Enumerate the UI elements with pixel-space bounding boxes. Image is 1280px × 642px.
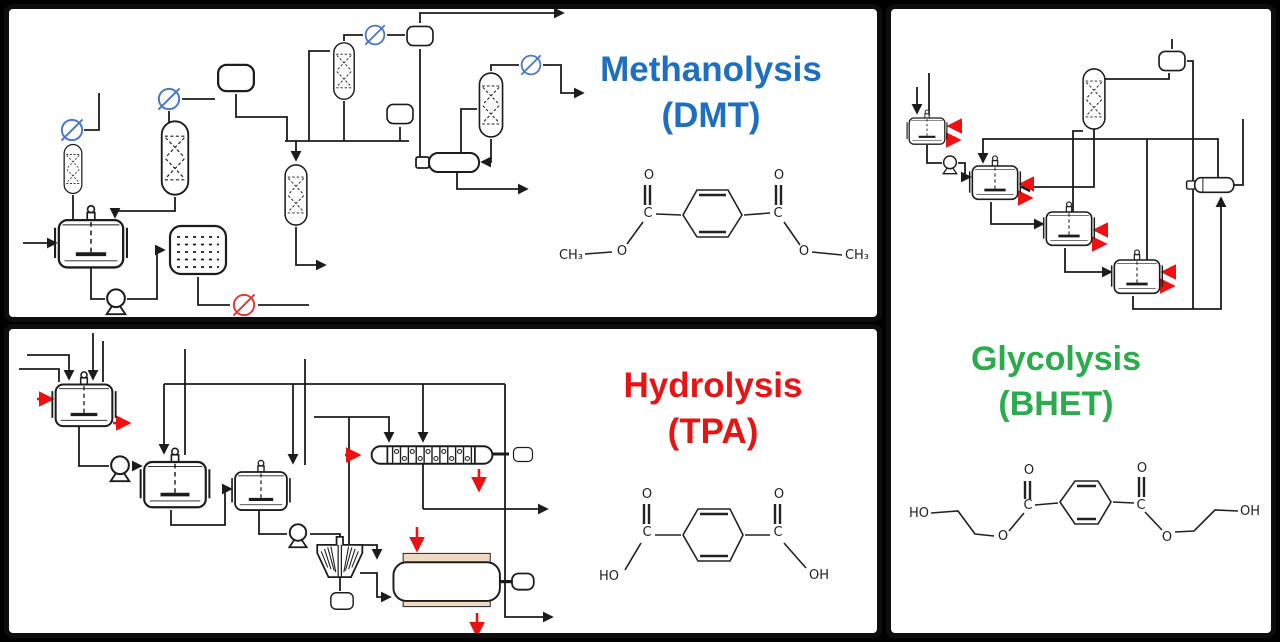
cstr-reactor <box>1110 249 1164 295</box>
atom-label: O <box>1024 463 1034 478</box>
cstr-reactor <box>906 109 948 146</box>
condenser-icon <box>60 118 84 142</box>
atom-label: C <box>643 206 652 221</box>
heat-arrows <box>37 391 487 633</box>
cstr-reactor <box>50 371 118 428</box>
heat-arrows <box>946 118 1176 294</box>
dmt-molecule: O C O CH₃ O C O CH₃ <box>559 168 869 263</box>
condenser-icon <box>364 24 386 46</box>
cstr-reactor <box>1042 201 1096 247</box>
atom-label: HO <box>599 569 619 584</box>
atom-label: C <box>642 525 651 540</box>
centrifuge-filter <box>316 535 364 579</box>
pump <box>109 455 131 483</box>
title-line2: (BHET) <box>998 384 1114 423</box>
atom-label: C <box>1023 498 1032 513</box>
benzene-ring <box>682 508 744 562</box>
benzene-ring <box>682 189 743 238</box>
panel-glycolysis: HO O C O O C O OH Glycolysis (BHET) <box>886 4 1276 638</box>
packed-column <box>160 119 190 197</box>
atom-label: O <box>1137 461 1147 476</box>
tpa-molecule: O C HO O C OH <box>599 487 829 584</box>
collection-drum <box>330 592 354 610</box>
methanolysis-title: Methanolysis (DMT) <box>521 47 901 139</box>
atom-label: O <box>774 487 784 502</box>
title-line2: (TPA) <box>667 412 759 452</box>
cstr-reactor <box>53 205 129 270</box>
hydrolysis-flowsheet: O C HO O C OH <box>19 333 829 633</box>
horizontal-washer <box>370 445 494 465</box>
atom-label: O <box>998 529 1008 544</box>
atom-label: O <box>799 244 809 259</box>
title-line1: Hydrolysis <box>623 366 803 405</box>
pump <box>288 523 308 549</box>
atom-label: CH₃ <box>845 248 869 263</box>
reflux-drum <box>1158 50 1186 72</box>
condenser-icon-red <box>232 293 256 317</box>
atom-label: C <box>773 206 782 221</box>
title-line1: Methanolysis <box>600 50 822 89</box>
hydrolysis-title: Hydrolysis (TPA) <box>523 363 903 455</box>
process-lines <box>911 39 1244 310</box>
packed-column <box>1082 68 1106 130</box>
panel-methanolysis: O C O CH₃ O C O CH₃ Methanolysis (DMT) <box>4 4 882 322</box>
atom-label: O <box>642 487 652 502</box>
atom-label: C <box>773 525 782 540</box>
atom-label: O <box>774 168 784 183</box>
atom-label: OH <box>1240 504 1260 519</box>
atom-label: CH₃ <box>559 248 583 263</box>
condenser-icon <box>157 87 181 111</box>
atom-label: OH <box>809 568 829 583</box>
pump <box>105 288 127 316</box>
atom-label: C <box>1136 498 1145 513</box>
title-line1: Glycolysis <box>970 340 1142 378</box>
atom-label: HO <box>909 506 929 521</box>
benzene-ring <box>1059 480 1112 525</box>
panel-hydrolysis: O C HO O C OH Hydrolysis (TPA) <box>4 324 882 638</box>
packed-column <box>284 164 308 226</box>
glycolysis-title: Glycolysis (BHET) <box>891 337 1221 427</box>
cstr-reactor <box>230 459 292 512</box>
pump <box>942 155 958 175</box>
glycolysis-flowsheet: HO O C O O C O OH <box>906 39 1260 545</box>
packed-column <box>62 143 84 195</box>
reflux-drum <box>216 63 256 93</box>
crystallizer-separator <box>415 152 480 173</box>
packed-column <box>478 72 504 138</box>
methanolysis-flowsheet: O C O CH₃ O C O CH₃ <box>23 9 869 317</box>
atom-label: O <box>617 244 627 259</box>
packed-column <box>332 41 356 101</box>
flash-drum <box>386 103 414 125</box>
atom-label: O <box>644 168 654 183</box>
title-line2: (DMT) <box>661 96 761 136</box>
cstr-reactor <box>138 447 212 510</box>
process-lines <box>23 9 585 306</box>
reflux-drum <box>406 25 434 47</box>
packed-bed-vessel <box>168 224 228 276</box>
cstr-reactor <box>968 155 1022 201</box>
atom-label: O <box>1162 530 1172 545</box>
bhet-molecule: HO O C O O C O OH <box>909 461 1260 545</box>
rotary-dryer <box>391 551 536 609</box>
process-lines <box>19 333 554 623</box>
